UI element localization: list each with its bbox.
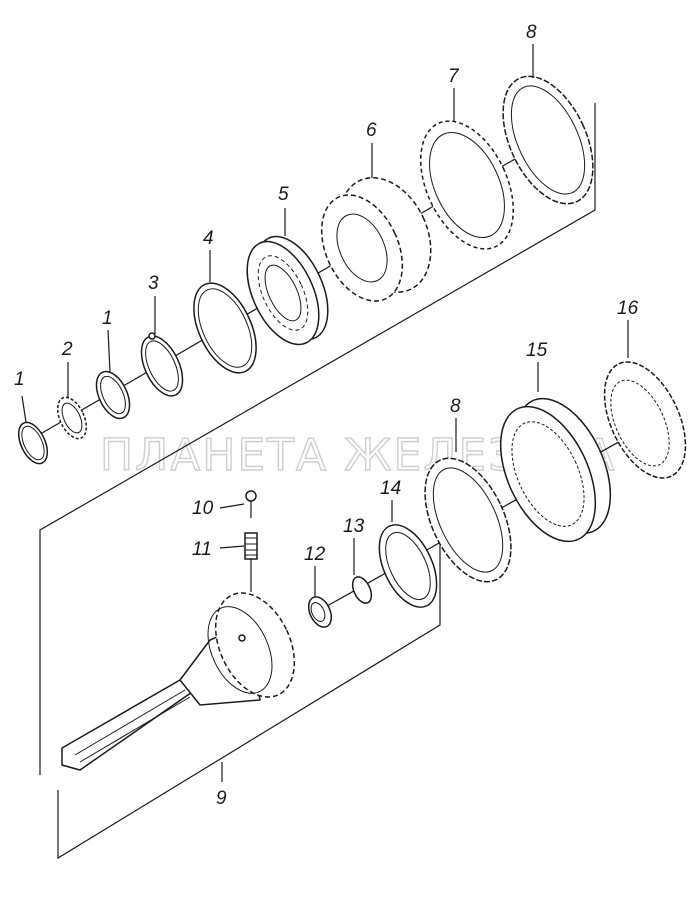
callout-2: 2	[61, 339, 73, 360]
callout-4: 4	[203, 228, 214, 249]
part-16-synchronizer-hub	[603, 361, 687, 479]
callout-3: 3	[148, 273, 159, 294]
part-5-needle-bearing	[246, 235, 329, 346]
part-2-toothed-washer	[56, 396, 88, 440]
callout-13: 13	[343, 516, 365, 537]
callout-11: 11	[192, 539, 212, 560]
callout-12: 12	[304, 544, 326, 565]
callout-10: 10	[192, 498, 214, 519]
part-7-synchronizer-ring	[419, 120, 515, 250]
part-12-plunger	[307, 596, 333, 628]
callout-6: 6	[366, 120, 377, 141]
part-6-gear	[320, 177, 432, 302]
callout-8-lower: 8	[450, 396, 461, 417]
callout-9: 9	[216, 788, 227, 809]
callout-5: 5	[278, 184, 289, 205]
callout-8-top: 8	[526, 22, 537, 43]
part-4-ring	[193, 282, 257, 374]
part-14-thrust-washer	[378, 524, 438, 608]
leader-lines	[21, 44, 629, 782]
lower-assembly-frame	[57, 490, 441, 860]
part-8-ring-lower	[424, 457, 512, 583]
part-10-ball	[245, 490, 257, 518]
callout-15: 15	[526, 340, 548, 361]
part-13-retaining-ring	[351, 576, 373, 604]
upper-assembly-frame	[39, 103, 596, 775]
part-11-spring	[244, 532, 258, 592]
part-1-snap-ring-right	[95, 370, 131, 420]
callout-1-left: 1	[14, 369, 25, 390]
callout-14: 14	[380, 478, 401, 499]
callout-16: 16	[617, 298, 639, 319]
part-1-snap-ring-left	[17, 421, 49, 465]
part-3-circlip	[140, 332, 184, 397]
callout-1-right: 1	[102, 308, 113, 329]
callout-7: 7	[448, 66, 460, 87]
part-15-sliding-sleeve	[499, 397, 612, 543]
part-9-shaft	[61, 592, 296, 771]
part-8-ring-top	[502, 75, 594, 205]
